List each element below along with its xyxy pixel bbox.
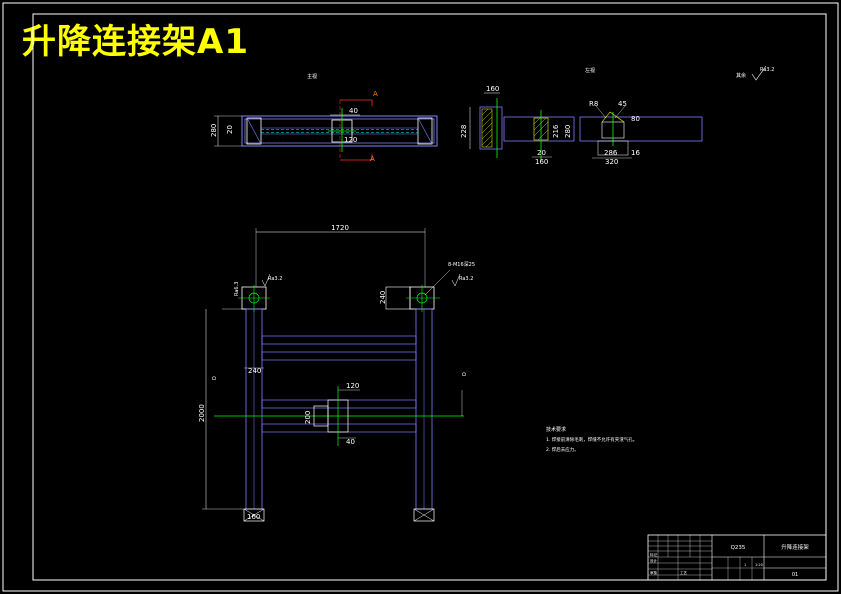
- side-dim-160: 160: [535, 158, 548, 166]
- tb-row-3: 工艺: [680, 570, 688, 575]
- notes-heading: 技术要求: [546, 426, 566, 433]
- detail-angle-label: 45: [618, 100, 627, 108]
- side-view: 左视 160 228 216 280 20 160: [460, 67, 595, 166]
- top-dim-40: 40: [349, 107, 358, 115]
- top-dim-120: 120: [344, 136, 357, 144]
- detail-dim-286: 286: [604, 149, 618, 157]
- tb-row-0: 标记: [650, 552, 658, 557]
- roughness-global: 其余 Ra3.2: [736, 65, 774, 81]
- section-mark-top: A: [373, 90, 378, 98]
- side-dim-216: 216: [552, 124, 560, 138]
- tb-material: Q235: [731, 545, 746, 551]
- tech-notes: 技术要求 1. 焊接前清除毛刺，焊缝不允许有夹渣气孔。 2. 焊后去应力。: [546, 426, 637, 453]
- front-dim-200: 200: [304, 411, 312, 424]
- front-dim-240-left: 240: [248, 367, 261, 375]
- front-hole-callout: 8-M16深25: [448, 261, 475, 268]
- tb-row-1: 设计: [650, 558, 658, 563]
- tb-sheet-no: 01: [792, 572, 798, 578]
- side-dim-top: 160: [486, 85, 499, 93]
- front-roughness-right-small: Ra3.2: [268, 276, 282, 282]
- tb-drawing-name: 升降连接架: [781, 543, 809, 551]
- top-dim-height: 280: [210, 124, 218, 137]
- notes-item-2: 2. 焊后去应力。: [546, 446, 579, 453]
- tb-qty: 1: [744, 563, 746, 567]
- notes-item-1: 1. 焊接前清除毛刺，焊缝不允许有夹渣气孔。: [546, 436, 637, 443]
- title-block: Q235 升降连接架 标记 设计 审核 工艺 1 1:20 01: [647, 534, 827, 581]
- side-dim-280: 280: [564, 125, 572, 138]
- front-dim-240-right: 240: [379, 291, 387, 304]
- side-view-label: 左视: [585, 67, 595, 74]
- front-dim-width: 1720: [331, 224, 349, 232]
- tb-scale: 1:20: [755, 563, 763, 567]
- detail-dim-320: 320: [605, 158, 618, 166]
- section-detail: R8 45 80 286 16 320: [579, 100, 703, 166]
- front-roughness-right: Ra3.2: [459, 276, 473, 282]
- front-dim-height: 2000: [198, 404, 206, 422]
- front-roughness-left: Ra6.3: [234, 282, 240, 296]
- front-dim-120: 120: [346, 382, 359, 390]
- side-dim-20: 20: [537, 149, 546, 157]
- front-center-mark: D: [212, 376, 218, 380]
- front-center-mark-right: D: [462, 372, 468, 376]
- detail-dim-80: 80: [631, 115, 640, 123]
- top-view-label: 主视: [307, 73, 317, 80]
- detail-dim-16: 16: [631, 149, 640, 157]
- top-view: 主视 A A 280 20 40 120: [210, 73, 438, 163]
- detail-r-label: R8: [589, 100, 598, 108]
- roughness-global-value: Ra3.2: [760, 67, 774, 73]
- tb-row-2: 审核: [650, 570, 658, 575]
- section-mark-bottom: A: [370, 155, 375, 163]
- front-dim-160: 160: [247, 513, 260, 521]
- front-dim-40: 40: [346, 438, 355, 446]
- sheet-title: 升降连接架A1: [22, 22, 249, 62]
- roughness-global-label: 其余: [736, 72, 746, 79]
- front-view: 1720 Ra6.3 Ra3.2 8-M16深25 Ra3.2 240 1: [198, 224, 475, 522]
- side-dim-height: 228: [460, 125, 468, 138]
- inner-border: [32, 13, 827, 581]
- top-dim-inner: 20: [226, 125, 234, 134]
